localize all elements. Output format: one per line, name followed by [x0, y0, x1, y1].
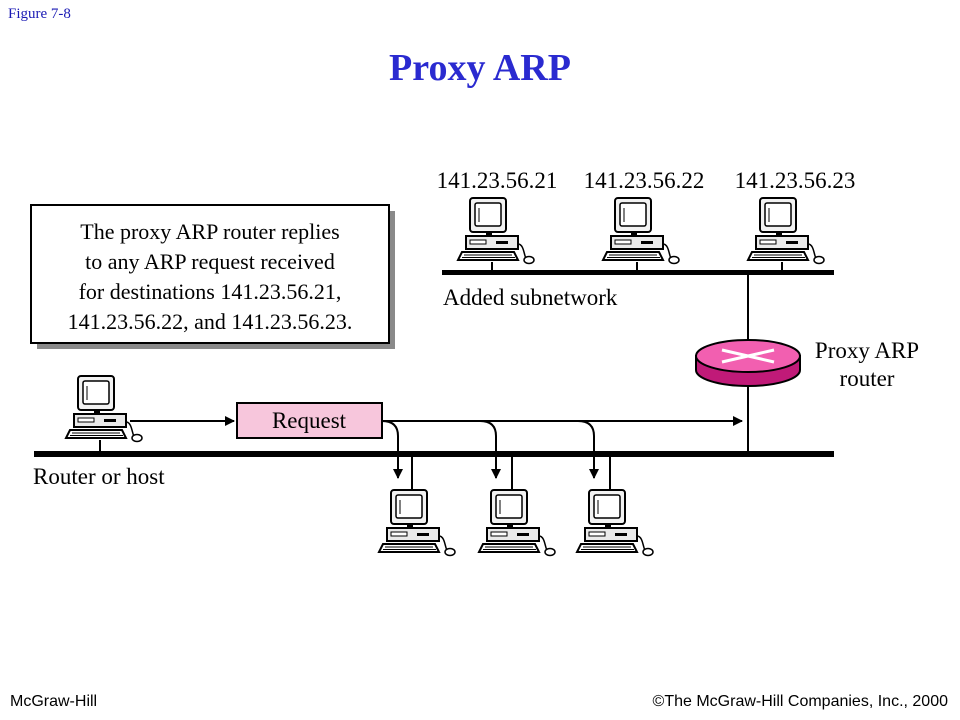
router-label-line1: Proxy ARP: [815, 338, 919, 363]
subnet-computer-1: [457, 197, 535, 265]
note-line-1: The proxy ARP router replies: [80, 219, 339, 244]
note-line-4: 141.23.56.22, and 141.23.56.23.: [68, 309, 353, 334]
host-label: Router or host: [33, 464, 165, 489]
subnet-address-3: 141.23.56.23: [735, 168, 856, 193]
footer-copyright: ©The McGraw-Hill Companies, Inc., 2000: [652, 693, 948, 710]
request-label: Request: [272, 408, 347, 433]
note-line-2: to any ARP request received: [85, 249, 335, 274]
subnet-address-2: 141.23.56.22: [584, 168, 705, 193]
lan-computer-1: [378, 489, 456, 557]
note-line-3: for destinations 141.23.56.21,: [79, 279, 342, 304]
request-box: [236, 402, 383, 439]
page-title: Proxy ARP: [389, 47, 571, 89]
subnet-label: Added subnetwork: [443, 285, 618, 310]
subnet-address-1: 141.23.56.21: [437, 168, 558, 193]
host-computer: [65, 375, 143, 443]
lan-computer-2: [478, 489, 556, 557]
figure-label: Figure 7-8: [8, 6, 71, 22]
broadcast-arrow-1: [381, 420, 403, 479]
subnet-computer-2: [602, 197, 680, 265]
broadcast-arrow-3: [577, 420, 599, 479]
subnet-bus: [442, 270, 834, 275]
subnet-computer-3: [747, 197, 825, 265]
note-box: The proxy ARP router replies to any ARP …: [30, 204, 395, 349]
footer-publisher: McGraw-Hill: [10, 693, 98, 710]
broadcast-arrow-2: [479, 420, 501, 479]
router-label-line2: router: [840, 366, 895, 391]
main-bus: [34, 451, 834, 457]
lan-computer-3: [576, 489, 654, 557]
proxy-arp-router-icon: [695, 339, 801, 387]
